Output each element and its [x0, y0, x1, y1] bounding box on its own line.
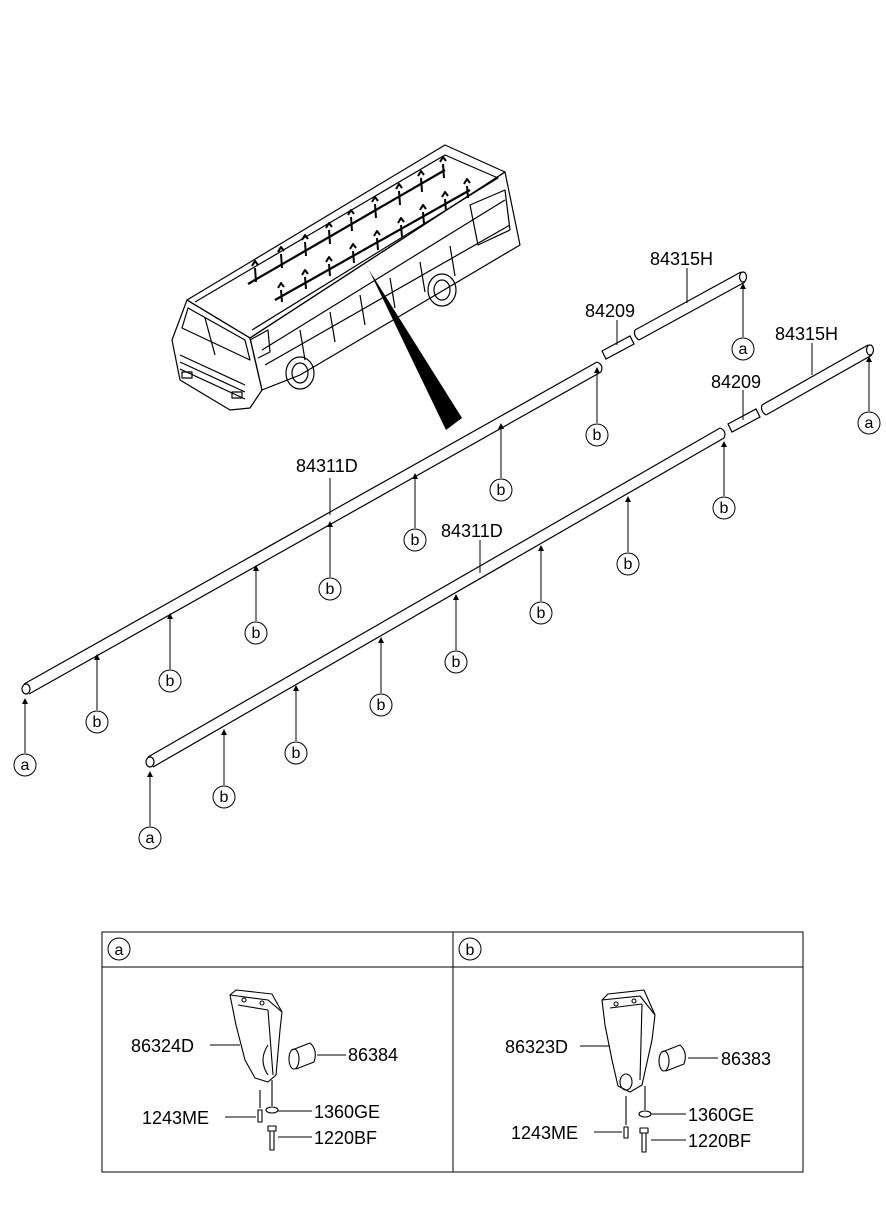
callout-b-text: b	[220, 789, 229, 806]
callout-a-9: a	[138, 771, 162, 850]
detail-b-bracket-label: 86323D	[505, 1037, 568, 1057]
label-rail-upper: 84311D	[296, 456, 358, 476]
label-end-rail-lower: 84315H	[775, 324, 838, 344]
detail-b-cap-label: 86383	[721, 1049, 771, 1069]
callout-b-4: b	[318, 521, 342, 601]
callout-a-0: a	[13, 698, 37, 777]
callout-b-text: b	[497, 482, 506, 499]
joint-upper	[601, 335, 635, 360]
callout-b-text: b	[720, 500, 729, 517]
detail-b-washer-label: 1360GE	[688, 1105, 754, 1125]
callout-b-text: b	[377, 697, 386, 714]
detail-a-header: a	[107, 937, 131, 961]
bracket-b-illustration	[601, 989, 686, 1153]
callout-b-text: b	[624, 556, 633, 573]
callout-b-7: b	[585, 367, 609, 447]
detail-b-header: b	[458, 937, 482, 961]
detail-b-bolt-label: 1220BF	[688, 1131, 751, 1151]
callout-b-16: b	[712, 441, 736, 520]
callout-b-6: b	[489, 423, 513, 502]
detail-a-washer-label: 1360GE	[314, 1102, 380, 1122]
callout-b-5: b	[403, 473, 427, 552]
callout-b-11: b	[284, 685, 308, 765]
callout-b-14: b	[529, 545, 553, 625]
callout-a-text: a	[739, 341, 748, 358]
detail-table	[101, 931, 804, 1173]
callout-b-12: b	[369, 637, 393, 717]
detail-a-bolt-label: 1220BF	[314, 1128, 377, 1148]
rail-upper	[21, 361, 603, 695]
svg-text:b: b	[466, 942, 475, 959]
callout-b-text: b	[411, 532, 420, 549]
callout-b-text: b	[252, 625, 261, 642]
callout-a-text: a	[21, 757, 30, 774]
callout-b-2: b	[158, 613, 182, 693]
rail-lower	[145, 427, 726, 768]
end-rail-upper	[633, 271, 748, 341]
callout-b-1: b	[85, 654, 109, 734]
callout-b-text: b	[452, 654, 461, 671]
callout-b-10: b	[212, 729, 236, 809]
callout-b-3: b	[244, 565, 268, 645]
detail-a-bracket-label: 86324D	[131, 1036, 194, 1056]
callout-a-17: a	[857, 356, 881, 435]
detail-b-screw-label: 1243ME	[511, 1123, 578, 1143]
joint-lower	[727, 408, 761, 433]
detail-a-screw-label: 1243ME	[142, 1108, 209, 1128]
detail-a-cap-label: 86384	[348, 1045, 398, 1065]
bracket-a-illustration	[229, 989, 316, 1151]
bus-illustration	[171, 144, 521, 411]
label-joint-lower: 84209	[711, 372, 761, 392]
callout-b-13: b	[444, 594, 468, 674]
callout-b-text: b	[593, 427, 602, 444]
label-end-rail-upper: 84315H	[650, 249, 713, 269]
callout-b-text: b	[93, 714, 102, 731]
callout-b-text: b	[326, 581, 335, 598]
label-rail-lower: 84311D	[441, 521, 503, 541]
end-rail-lower	[760, 344, 875, 416]
callout-a-text: a	[146, 830, 155, 847]
svg-text:a: a	[115, 942, 124, 959]
callout-b-15: b	[616, 496, 640, 576]
callout-b-text: b	[537, 605, 546, 622]
detail-pointer	[364, 262, 462, 430]
callout-b-text: b	[292, 745, 301, 762]
callout-a-8: a	[731, 283, 755, 361]
callout-b-text: b	[166, 673, 175, 690]
callout-a-text: a	[865, 415, 874, 432]
label-joint-upper: 84209	[585, 301, 635, 321]
